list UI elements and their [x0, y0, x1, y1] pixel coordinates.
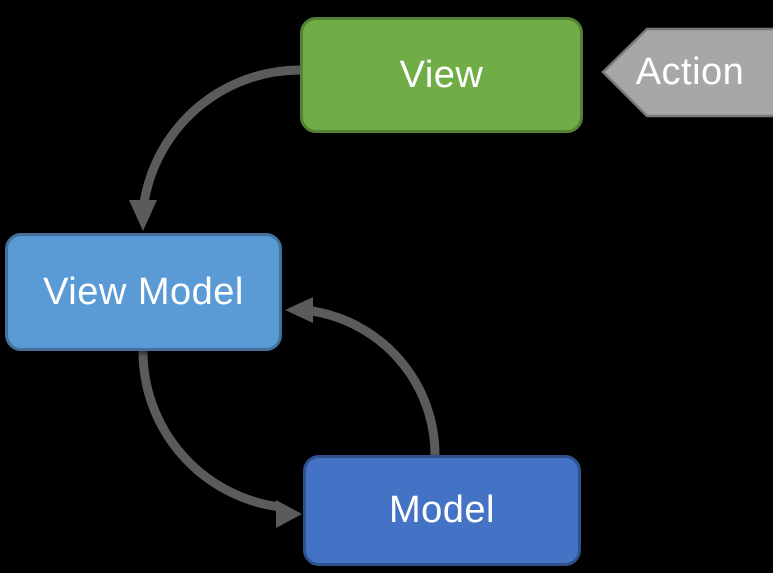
edge-viewmodel-to-model — [138, 350, 281, 512]
arrowhead-right-icon — [276, 500, 302, 528]
action-arrow-label: Action — [635, 51, 745, 93]
node-view-model: View Model — [5, 233, 282, 351]
action-arrow-shape — [601, 27, 773, 118]
node-view-model-label: View Model — [43, 270, 244, 313]
node-view-label: View — [399, 53, 484, 96]
arrowhead-left-icon — [285, 297, 313, 323]
edge-model-to-viewmodel — [311, 306, 440, 456]
edge-view-to-viewmodel — [139, 65, 303, 204]
arrowhead-down-icon — [129, 200, 157, 231]
node-model-label: Model — [389, 489, 495, 531]
node-model: Model — [303, 455, 581, 566]
node-view: View — [300, 17, 583, 133]
